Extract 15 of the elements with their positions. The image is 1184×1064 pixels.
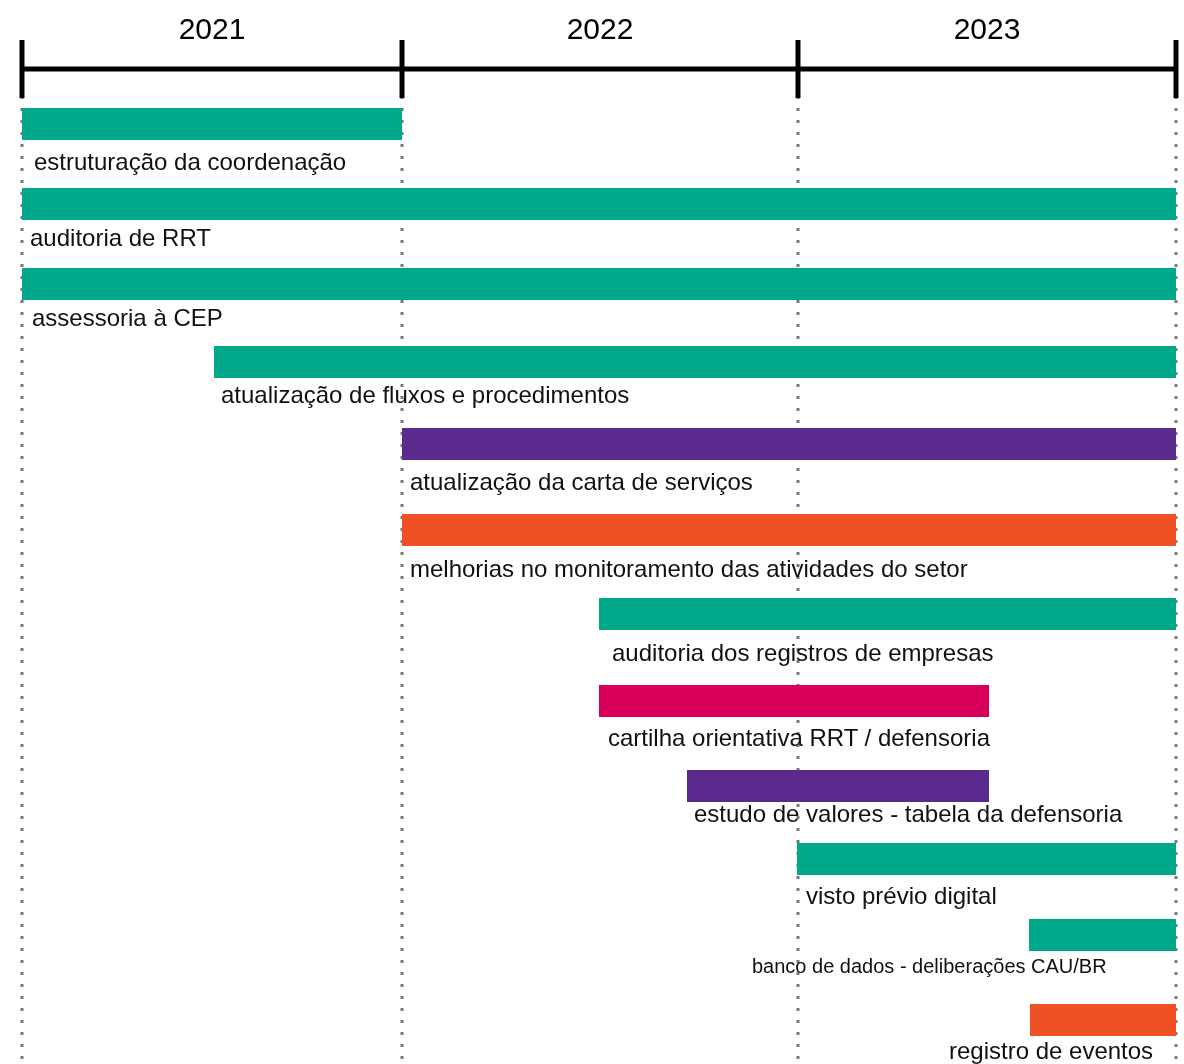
task-label: assessoria à CEP	[32, 304, 223, 332]
task-label: registro de eventos	[949, 1037, 1154, 1064]
year-label: 2023	[952, 12, 1022, 46]
task-label: auditoria de RRT	[30, 224, 211, 252]
task-label: estudo de valores - tabela da defensoria	[694, 800, 1123, 828]
task-label: melhorias no monitoramento das atividades do setor	[410, 555, 968, 583]
task-label: visto prévio digital	[806, 882, 997, 910]
task-label: atualização de fluxos e procedimentos	[221, 381, 630, 409]
task-label: banco de dados - deliberações CAU/BR	[752, 954, 1107, 979]
task-label: cartilha orientativa RRT / defensoria	[608, 724, 990, 752]
task-label: atualização da carta de serviços	[410, 468, 753, 496]
year-label: 2022	[565, 12, 635, 46]
task-label: estruturação da coordenação	[34, 148, 347, 176]
task-label: auditoria dos registros de empresas	[612, 639, 994, 667]
year-label: 2021	[177, 12, 247, 46]
